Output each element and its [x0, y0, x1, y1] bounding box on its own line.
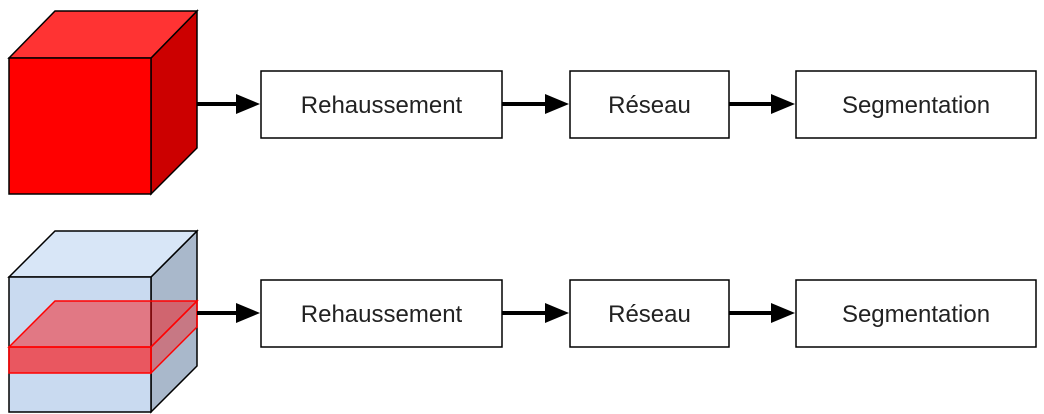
arrow-rehaussement-to-reseau — [502, 303, 569, 323]
step-rehaussement: Rehaussement — [260, 70, 503, 139]
step-reseau-label: Réseau — [608, 301, 691, 328]
slice-front-face — [8, 346, 152, 374]
volume-cube-red — [7, 9, 199, 196]
step-reseau: Réseau — [569, 279, 730, 348]
cube-front-face — [8, 57, 152, 195]
step-reseau-label: Réseau — [608, 92, 691, 119]
step-segmentation: Segmentation — [795, 279, 1037, 348]
step-rehaussement-label: Rehaussement — [301, 301, 463, 328]
arrow-cube-to-rehaussement — [197, 303, 260, 323]
step-reseau: Réseau — [569, 70, 730, 139]
row-1: Rehaussement Réseau Segmentation — [7, 9, 1037, 196]
arrow-reseau-to-segmentation — [729, 94, 795, 114]
volume-cube-blue — [7, 229, 199, 414]
step-rehaussement: Rehaussement — [260, 279, 503, 348]
step-segmentation-label: Segmentation — [842, 301, 990, 328]
step-segmentation: Segmentation — [795, 70, 1037, 139]
step-segmentation-label: Segmentation — [842, 92, 990, 119]
step-rehaussement-label: Rehaussement — [301, 92, 463, 119]
arrow-rehaussement-to-reseau — [502, 94, 569, 114]
slice-plane — [7, 299, 199, 375]
arrow-reseau-to-segmentation — [729, 303, 795, 323]
arrow-cube-to-rehaussement — [197, 94, 260, 114]
cube-front-face — [8, 276, 152, 413]
row-2: Rehaussement Réseau Segmentation — [7, 229, 1037, 414]
